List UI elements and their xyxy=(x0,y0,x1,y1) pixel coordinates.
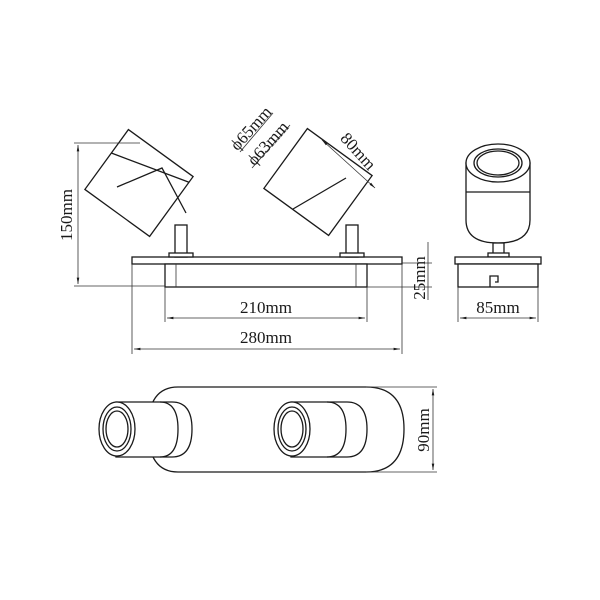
left-spot-head xyxy=(83,128,195,238)
dim-side-depth-label: 85mm xyxy=(476,298,519,317)
dim-inner-length: 210mm xyxy=(164,287,368,322)
dim-total-length: 280mm xyxy=(131,264,403,354)
dim-top-width-label: 90mm xyxy=(414,408,433,451)
side-base-plate xyxy=(454,256,542,265)
left-stem xyxy=(174,224,188,258)
top-right-head xyxy=(273,401,368,458)
side-view: 85mm xyxy=(454,143,542,322)
right-stem xyxy=(345,224,359,258)
dim-height: 150mm xyxy=(57,142,165,287)
dim-total-length-label: 280mm xyxy=(240,328,292,347)
dim-height-label: 150mm xyxy=(57,189,76,241)
base-body xyxy=(164,263,368,288)
front-view: 150mm 25mm 210mm 280mm ϕ65mm xyxy=(57,102,432,354)
base-plate xyxy=(131,256,403,265)
dim-base-height-label: 25mm xyxy=(410,256,429,299)
dim-inner-length-label: 210mm xyxy=(240,298,292,317)
top-left-head xyxy=(98,401,193,458)
dim-base-height: 25mm xyxy=(367,242,432,300)
top-view: 90mm xyxy=(98,386,437,473)
